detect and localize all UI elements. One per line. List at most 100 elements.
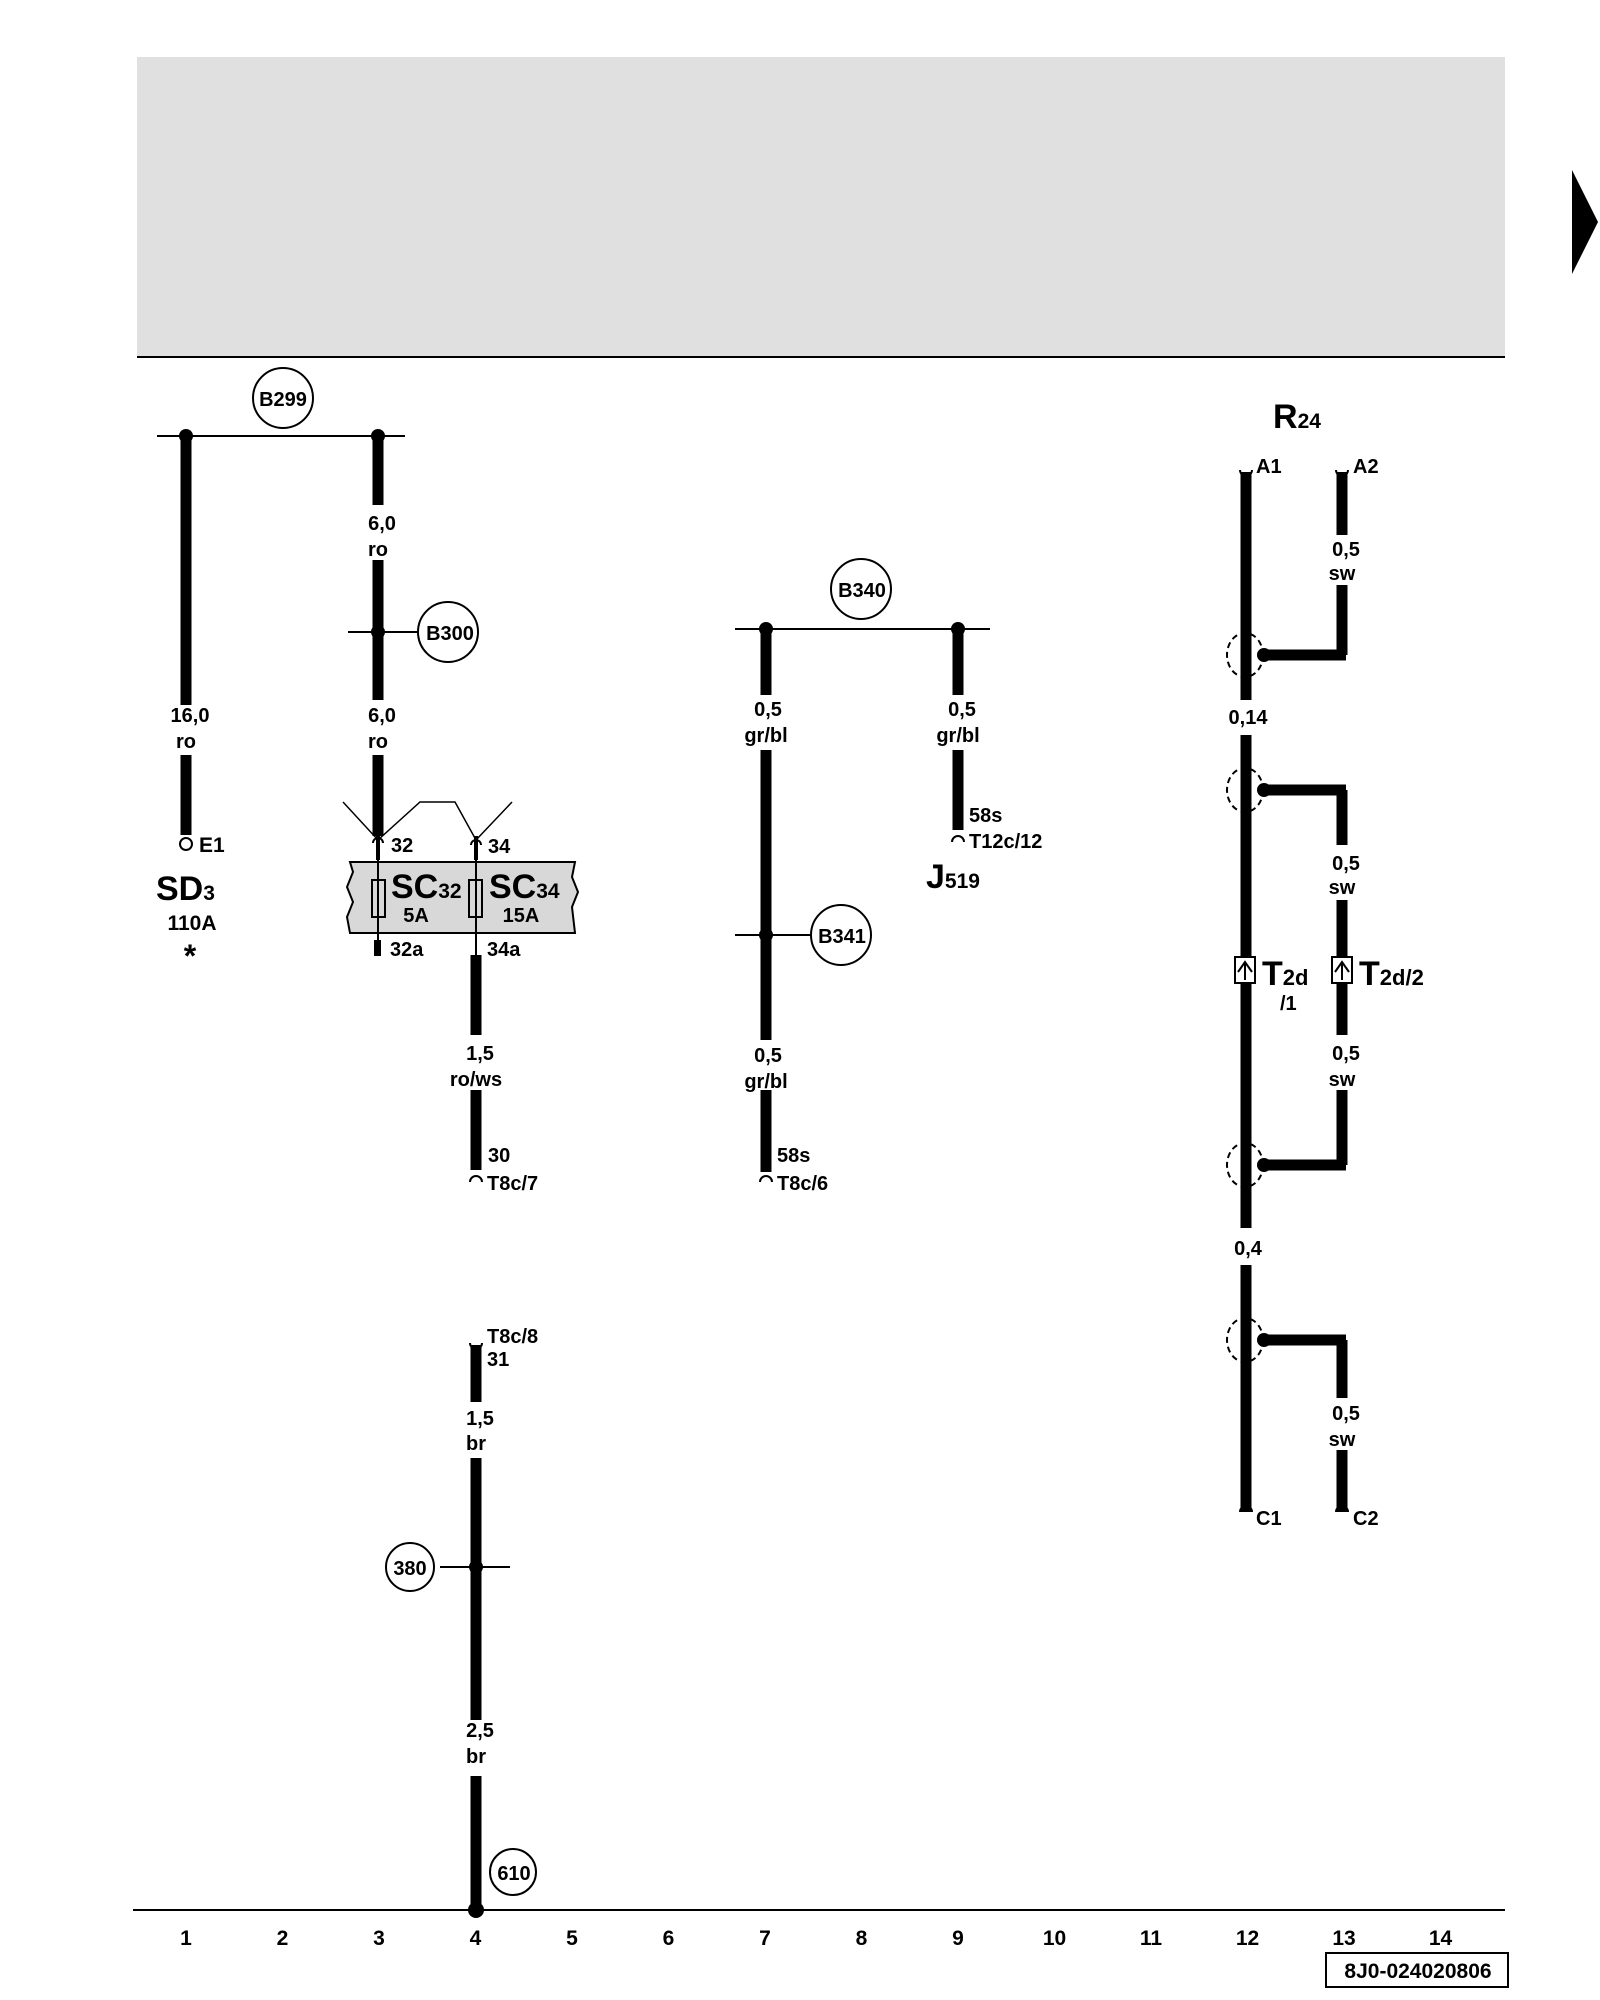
sd3-rating: 110A [167,912,216,935]
svg-text:SC32: SC32 [391,868,462,906]
wire-b340-j519-color: gr/bl [936,725,979,747]
r24-sub: 24 [1298,410,1322,433]
node-b340 [830,558,892,620]
t8c8-label: T8c/8 [487,1326,538,1348]
node-b300-label: B300 [426,623,474,645]
grid-number-10: 10 [1043,1927,1066,1950]
wire-31-top-color: br [466,1433,486,1455]
grid-number-5: 5 [566,1927,578,1950]
wire-b299-b300-gauge: 6,0 [368,513,396,535]
wire-b340-b341-color: gr/bl [744,725,787,747]
sc32-name: SC [391,868,438,906]
wire-b340-j519-gauge: 0,5 [948,699,976,721]
node-b300: B300 [348,601,479,663]
grid-number-3: 3 [373,1927,385,1950]
node-b341: B341 [735,904,872,966]
svg-text:SD3: SD3 [156,870,215,908]
grid-number-12: 12 [1236,1927,1259,1950]
wire-b340-b341: 0,5 gr/bl [744,629,788,935]
component-sd3: SD3 110A * [156,870,217,974]
wire-b300-sc32: 6,0 ro [368,632,396,836]
t2d2-sub: 2d/2 [1380,965,1424,990]
t2d2-name: T [1359,955,1380,993]
wire-b300-sc32-gauge: 6,0 [368,705,396,727]
sc34-pin-in: 34 [488,836,511,858]
grid-number-7: 7 [759,1927,771,1950]
wire-sd3-color: ro [176,731,196,753]
wire-b340-b341-gauge: 0,5 [754,699,782,721]
component-r24: R24 [1273,398,1321,436]
node-610 [489,1848,537,1896]
grid-number-4: 4 [470,1927,482,1950]
r24-mid1-gauge: 0,5 [1332,853,1360,875]
sc34-name: SC [489,868,536,906]
r24-name: R [1273,398,1298,436]
t8c7-label: T8c/7 [487,1173,538,1195]
pin-e1 [179,837,193,851]
r24-a2-gauge: 0,5 [1332,539,1360,561]
wire-b299-b300: 6,0 ro [368,436,396,632]
sc34-sub: 34 [536,880,560,903]
sc32-rating: 5A [403,905,429,927]
grid-number-14: 14 [1429,1927,1453,1950]
r24-mid2-color: sw [1329,1069,1356,1091]
fuse-block: 32 34 32a 34a SC32 SC34 5A 15A [342,801,580,961]
wire-ground-31: T8c/8 31 1,5 br 380 2,5 br 610 [385,1326,538,1918]
connector-t2d2: T2d/2 [1359,955,1424,993]
grid-number-8: 8 [856,1927,868,1950]
wire-b300-sc32-color: ro [368,731,388,753]
r24-mid1-color: sw [1329,877,1356,899]
wire-b341-t8c6: 0,5 gr/bl 58s T8c/6 [744,935,828,1195]
wire-34a-gauge: 1,5 [466,1043,494,1065]
j519-pin-a: 58s [969,805,1002,827]
t2d1-suffix: /1 [1280,993,1297,1015]
grid-number-1: 1 [180,1927,192,1950]
r24-pin-a1: A1 [1256,456,1282,478]
r24-pin-c2: C2 [1353,1508,1379,1530]
grid-number-6: 6 [663,1927,675,1950]
wire-31-top-gauge: 1,5 [466,1408,494,1430]
document-id-text: 8J0-024020806 [1344,1960,1491,1983]
j519-pin-b: T12c/12 [969,831,1042,853]
j519-name: J [926,858,945,896]
document-id: 8J0-024020806 [1325,1952,1509,1988]
header-band [137,57,1505,357]
grid-number-2: 2 [277,1927,289,1950]
pin-e1-label: E1 [199,834,225,857]
t8c6-pin: 58s [777,1145,810,1167]
node-b340-label: B340 [838,580,886,602]
shield-2-gauge: 0,4 [1234,1238,1263,1260]
t2d1-name: T [1262,955,1283,993]
svg-text:SC34: SC34 [489,868,560,906]
r24-mid2-gauge: 0,5 [1332,1043,1360,1065]
sd3-sub: 3 [203,882,215,905]
r24-c2-color: sw [1329,1429,1356,1451]
grid-number-13: 13 [1332,1927,1355,1950]
sc32-pin-out: 32a [390,939,424,961]
r24-a2-color: sw [1329,563,1356,585]
next-page-arrow-icon[interactable] [1572,170,1598,274]
component-j519: J519 [926,858,980,896]
r24-pin-c1: C1 [1256,1508,1282,1530]
grid-number-9: 9 [952,1927,964,1950]
sc32-sub: 32 [438,880,461,903]
sc34-rating: 15A [503,905,540,927]
wire-31-bottom-gauge: 2,5 [466,1720,494,1742]
node-380-label: 380 [393,1558,426,1580]
wire-b299-b300-color: ro [368,539,388,561]
node-b299-label: B299 [259,389,307,411]
wire-b341-gauge: 0,5 [754,1045,782,1067]
sc32-pin-in: 32 [391,835,413,857]
connector-t2d1: T2d [1262,955,1308,993]
shield-1-gauge: 0,14 [1229,707,1269,729]
wire-b341-color: gr/bl [744,1071,787,1093]
wire-31-bottom-color: br [466,1746,486,1768]
sd3-star: * [184,938,197,974]
t8c8-pin: 31 [487,1349,509,1371]
wire-sd3-gauge: 16,0 [171,705,210,727]
wire-34a-color: ro/ws [450,1069,502,1091]
r24-c2-gauge: 0,5 [1332,1403,1360,1425]
node-380 [385,1542,435,1592]
